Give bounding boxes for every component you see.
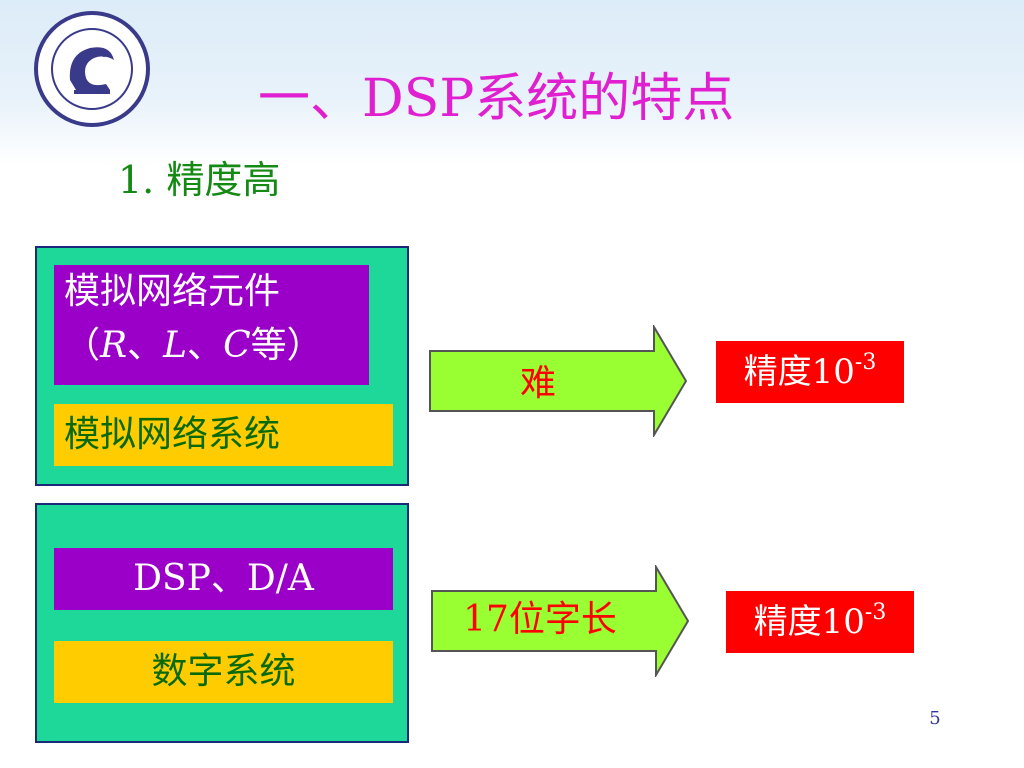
- section-subtitle: 1. 精度高: [118, 158, 281, 202]
- analog-panel: 模拟网络元件 （R、L、C等） 模拟网络系统: [35, 246, 409, 486]
- digital-panel: DSP、D/A 数字系统: [35, 503, 409, 743]
- symbol-r: R: [100, 325, 128, 366]
- analog-component-box: 模拟网络元件 （R、L、C等）: [54, 265, 369, 385]
- separator-2: 、: [187, 325, 224, 366]
- analog-arrow-label: 难: [519, 363, 556, 404]
- digital-system-box: 数字系统: [54, 641, 393, 703]
- symbol-c: C: [223, 325, 251, 366]
- digital-precision-text: 精度10: [753, 602, 865, 642]
- header-band: [0, 0, 1024, 165]
- symbol-l: L: [163, 325, 188, 366]
- right-arrow-icon: [431, 565, 690, 677]
- analog-system-box: 模拟网络系统: [54, 404, 393, 466]
- university-seal-logo: [34, 11, 150, 127]
- digital-arrow-label: 17位字长: [463, 599, 617, 640]
- analog-component-line2: （R、L、C等）: [64, 319, 369, 373]
- separator-1: 、: [127, 325, 164, 366]
- analog-precision-text: 精度10: [743, 352, 855, 392]
- digital-precision-box: 精度10-3: [726, 591, 914, 653]
- right-arrow-icon: [429, 325, 688, 437]
- digital-precision-exponent: -3: [864, 600, 887, 625]
- slide-title: 一、DSP系统的特点: [258, 69, 735, 129]
- open-paren: （: [64, 325, 101, 366]
- page-number: 5: [929, 708, 941, 729]
- digital-component-box: DSP、D/A: [54, 548, 393, 610]
- analog-precision-box: 精度10-3: [716, 341, 904, 403]
- analog-precision-exponent: -3: [854, 350, 877, 375]
- close-paren: 等）: [250, 325, 323, 366]
- analog-component-line1: 模拟网络元件: [64, 271, 281, 312]
